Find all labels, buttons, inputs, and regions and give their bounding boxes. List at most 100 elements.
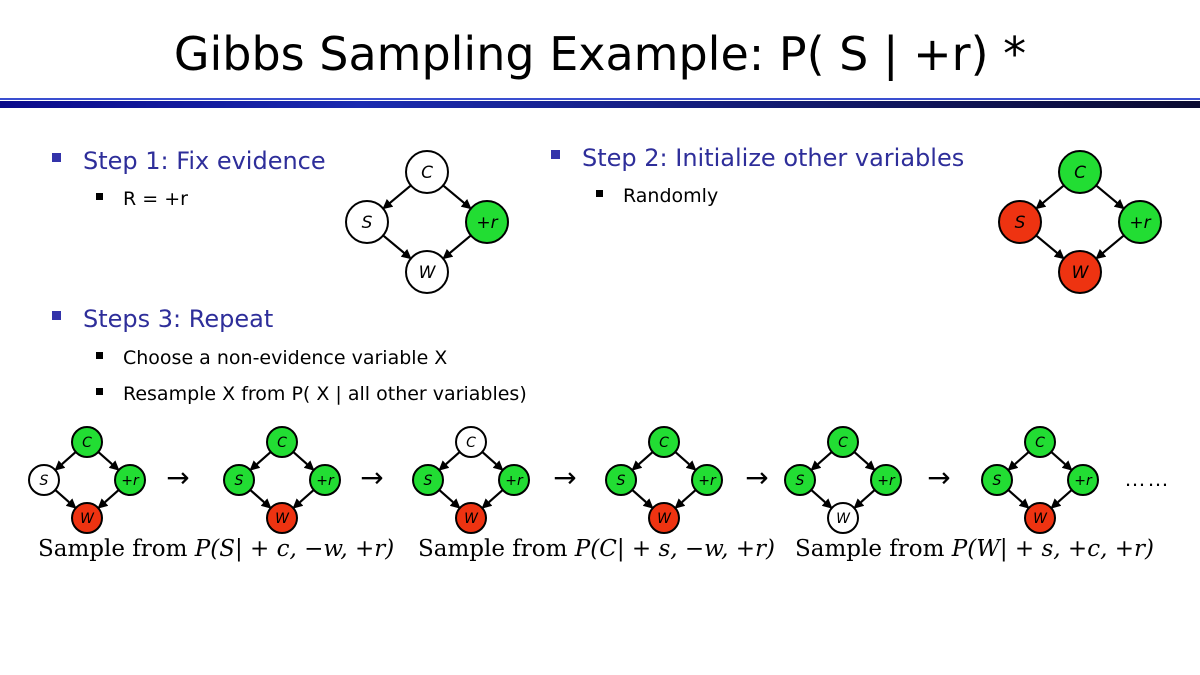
net-step1-node-w bbox=[405, 250, 449, 294]
net-step2-edge-r-w bbox=[1095, 234, 1125, 260]
net-seq-5-node-w-label: W bbox=[836, 511, 851, 527]
step2-sub-bullet: Randomly bbox=[596, 183, 718, 209]
net-step1-node-s-label: S bbox=[362, 213, 373, 233]
step3-sub-2: Resample X from P( X | all other variabl… bbox=[123, 383, 527, 405]
net-step1-node-r-label: +r bbox=[476, 213, 498, 233]
net-seq-1-node-r-label: +r bbox=[121, 473, 140, 489]
net-seq-1: CS+rW bbox=[28, 426, 146, 534]
net-step1-edge-c-s bbox=[382, 184, 412, 210]
net-seq-4-node-w bbox=[648, 502, 680, 534]
square-bullet-icon bbox=[551, 149, 560, 159]
step3-sub-bullet-2: Resample X from P( X | all other variabl… bbox=[96, 381, 527, 407]
square-bullet-icon bbox=[96, 388, 103, 395]
net-seq-3-edge-s-w bbox=[438, 489, 461, 509]
net-seq-3: CS+rW bbox=[412, 426, 530, 534]
transition-arrow-icon: → bbox=[927, 461, 950, 494]
step2-heading: Step 2: Initialize other variables bbox=[582, 144, 965, 172]
net-seq-3-node-w-label: W bbox=[464, 511, 479, 527]
net-step2-node-w bbox=[1058, 250, 1102, 294]
net-seq-1-node-s bbox=[28, 464, 60, 496]
net-seq-2-node-s-label: S bbox=[235, 473, 244, 489]
net-step2-node-c-label: C bbox=[1074, 163, 1086, 183]
net-seq-3-edge-c-r bbox=[481, 451, 504, 471]
net-seq-6-node-c bbox=[1024, 426, 1056, 458]
net-seq-6-node-c-label: C bbox=[1035, 435, 1045, 451]
net-step1-node-c-label: C bbox=[421, 163, 433, 183]
net-seq-1-node-w-label: W bbox=[80, 511, 95, 527]
sample-label-3-math: P(W| + s, +c, +r) bbox=[951, 536, 1154, 562]
net-seq-3-node-r-label: +r bbox=[505, 473, 524, 489]
net-seq-1-edge-r-w bbox=[97, 489, 120, 509]
net-seq-2-node-w-label: W bbox=[275, 511, 290, 527]
net-seq-5-node-c bbox=[827, 426, 859, 458]
net-seq-2: C S +rW bbox=[223, 426, 341, 534]
net-seq-1-edge-c-r bbox=[97, 451, 120, 471]
net-seq-5-node-w bbox=[827, 502, 859, 534]
net-seq-1-node-c bbox=[71, 426, 103, 458]
net-step1-edge-r-w bbox=[442, 234, 472, 260]
net-seq-2-node-r-label: +r bbox=[316, 473, 335, 489]
net-seq-6-node-r-label: +r bbox=[1074, 473, 1093, 489]
net-seq-6-node-w bbox=[1024, 502, 1056, 534]
net-step1: CS+rW bbox=[345, 150, 509, 294]
step2-sub: Randomly bbox=[623, 185, 719, 207]
net-seq-3-node-c-label: C bbox=[466, 435, 476, 451]
net-seq-4-edge-c-s bbox=[631, 451, 654, 471]
net-seq-5-edge-s-w bbox=[810, 489, 833, 509]
net-seq-6-edge-r-w bbox=[1050, 489, 1073, 509]
step2-bullet: Step 2: Initialize other variables bbox=[551, 143, 964, 173]
net-seq-1-node-r bbox=[114, 464, 146, 496]
net-seq-6-node-r bbox=[1067, 464, 1099, 496]
square-bullet-icon bbox=[596, 190, 603, 197]
step1-sub: R = +r bbox=[123, 188, 188, 210]
sample-label-3: Sample from P(W| + s, +c, +r) bbox=[795, 536, 1154, 562]
net-seq-6-edge-c-s bbox=[1007, 451, 1030, 471]
square-bullet-icon bbox=[96, 352, 103, 359]
net-seq-4-node-c-label: C bbox=[659, 435, 669, 451]
net-seq-2-node-s bbox=[223, 464, 255, 496]
net-seq-2-node-c-label: C bbox=[277, 435, 287, 451]
net-seq-4-node-s-label: S bbox=[617, 473, 626, 489]
sample-label-2-math: P(C| + s, −w, +r) bbox=[574, 536, 775, 562]
net-seq-2-node-r bbox=[309, 464, 341, 496]
square-bullet-icon bbox=[96, 193, 103, 200]
net-seq-6-node-w-label: W bbox=[1033, 511, 1048, 527]
net-seq-5-node-s-label: S bbox=[796, 473, 805, 489]
net-step2-node-w-label: W bbox=[1072, 263, 1090, 283]
transition-arrow-icon: → bbox=[553, 461, 576, 494]
square-bullet-icon bbox=[52, 152, 61, 162]
step1-sub-bullet: R = +r bbox=[96, 186, 188, 212]
net-seq-4-node-s bbox=[605, 464, 637, 496]
step1-heading: Step 1: Fix evidence bbox=[83, 147, 326, 175]
net-seq-2-edge-r-w bbox=[292, 489, 315, 509]
net-seq-4-node-r-label: +r bbox=[698, 473, 717, 489]
title-rule-highlight bbox=[0, 98, 1200, 100]
net-seq-5-node-c-label: C bbox=[838, 435, 848, 451]
net-step2-edge-c-r bbox=[1095, 184, 1125, 210]
step3-bullet: Steps 3: Repeat bbox=[52, 304, 273, 334]
step1-bullet: Step 1: Fix evidence bbox=[52, 146, 326, 176]
sample-label-1: Sample from P(S| + c, −w, +r) bbox=[38, 536, 394, 562]
net-seq-4-edge-s-w bbox=[631, 489, 654, 509]
net-step2-node-s-label: S bbox=[1015, 213, 1026, 233]
net-seq-5-edge-c-s bbox=[810, 451, 833, 471]
net-seq-6-edge-c-r bbox=[1050, 451, 1073, 471]
net-seq-5-edge-r-w bbox=[853, 489, 876, 509]
step3-heading: Steps 3: Repeat bbox=[83, 305, 274, 333]
net-seq-4-node-w-label: W bbox=[657, 511, 672, 527]
net-seq-3-edge-r-w bbox=[481, 489, 504, 509]
net-seq-1-edge-s-w bbox=[54, 489, 77, 509]
ellipsis: …… bbox=[1124, 466, 1170, 491]
title-rule bbox=[0, 101, 1200, 108]
net-step1-edge-s-w bbox=[382, 234, 412, 260]
net-seq-6-edge-s-w bbox=[1007, 489, 1030, 509]
net-step1-node-c bbox=[405, 150, 449, 194]
net-seq-4: C S +rW bbox=[605, 426, 723, 534]
net-seq-5-node-r bbox=[870, 464, 902, 496]
net-seq-3-node-s bbox=[412, 464, 444, 496]
net-step2-node-r-label: +r bbox=[1129, 213, 1151, 233]
transition-arrow-icon: → bbox=[360, 461, 383, 494]
net-step2-node-c bbox=[1058, 150, 1102, 194]
net-seq-3-node-r bbox=[498, 464, 530, 496]
